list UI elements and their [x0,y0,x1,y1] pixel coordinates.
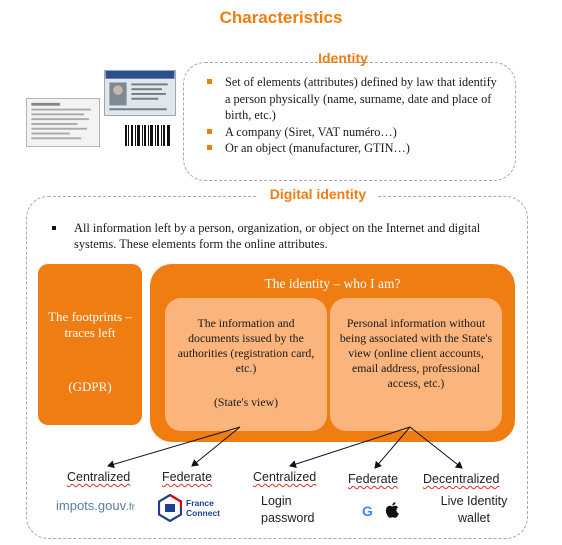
footprints-note: (GDPR) [68,379,112,394]
footprints-box: The footprints – traces left (GDPR) [38,264,142,425]
digital-identity-heading: Digital identity [258,186,378,202]
impots-gouv-logo: impots.gouv.fr [56,498,135,513]
category-centralized-label: Centralized [253,470,317,484]
state-issued-info-text: The information and documents issued by … [177,316,315,375]
identity-who-title: The identity – who I am? [264,276,401,291]
identity-list: Set of elements (attributes) defined by … [205,74,505,157]
state-issued-info-box: The information and documents issued by … [165,298,327,431]
google-icon: G [362,503,373,519]
france-connect-logo: France Connect [157,493,228,526]
login-password-label: Login password [261,494,315,525]
category-federate-label: Federate [348,472,399,486]
impots-logo-text: impots.gouv [56,498,127,513]
category-decentralized-label: Decentralized [423,472,500,486]
personal-info-text: Personal information without being assoc… [339,316,493,390]
apple-icon [385,502,399,518]
identity-item: Or an object (manufacturer, GTIN…) [205,140,505,157]
state-view-label: (State's view) [213,395,279,409]
identity-item: A company (Siret, VAT numéro…) [205,124,505,141]
document-icon [26,98,100,147]
france-connect-icon [157,493,183,523]
category-federate-label: Federate [162,470,213,484]
identity-heading: Identity [318,50,368,66]
page-title: Characteristics [219,8,343,27]
identity-who-box: The identity – who I am? The information… [150,264,515,442]
id-card-icon [104,70,176,116]
barcode-icon [125,125,170,146]
france-connect-label: France Connect [186,498,220,518]
impots-logo-suffix: .fr [126,502,135,513]
identity-panel [183,62,516,181]
live-identity-wallet-label: Live Identity wallet [440,494,508,525]
personal-info-box: Personal information without being assoc… [330,298,502,431]
identity-item: Set of elements (attributes) defined by … [205,74,505,124]
footprints-title: The footprints – traces left [48,309,132,340]
digital-identity-description: All information left by a person, organi… [52,220,507,252]
category-centralized-label: Centralized [67,470,131,484]
